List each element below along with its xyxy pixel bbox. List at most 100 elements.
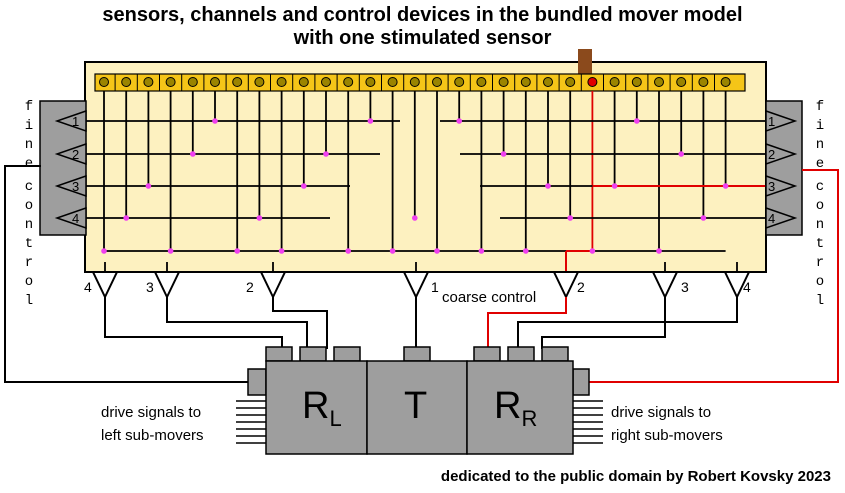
left-channel-2: 2 — [72, 147, 79, 162]
coarse-control-devices — [91, 262, 751, 300]
left-channel-4: 4 — [72, 211, 79, 226]
sensor — [720, 77, 731, 87]
sensor — [454, 77, 465, 87]
sensor — [609, 77, 620, 87]
drive-left-line-1: drive signals to — [101, 404, 202, 421]
junction-dot — [256, 215, 263, 221]
junction-dot — [167, 248, 174, 254]
junction-dot — [634, 118, 640, 124]
coarse-number-left-2: 2 — [246, 279, 254, 295]
sensor — [187, 77, 198, 87]
right-channel-1: 1 — [768, 114, 775, 129]
coarse-control-triangle — [153, 271, 181, 300]
box-r-right-label: RR — [494, 385, 537, 431]
right-fine-control-device — [765, 100, 803, 236]
junction-dot — [101, 248, 107, 254]
sensor — [321, 77, 331, 87]
sensor — [543, 77, 553, 87]
sensor — [565, 77, 576, 87]
junction-group — [101, 118, 729, 254]
right-box-connector — [572, 368, 590, 396]
stimulated-sensor — [587, 77, 598, 87]
sensor — [210, 77, 220, 87]
junction-dot — [190, 151, 196, 157]
coarse-control-triangle — [552, 271, 580, 300]
junction-dot — [478, 248, 485, 254]
junction-dot — [278, 248, 285, 254]
junction-dot — [589, 248, 596, 254]
sensor — [387, 77, 398, 87]
junction-dot — [722, 183, 729, 189]
sensor — [254, 77, 265, 87]
sensor — [365, 77, 376, 87]
sensor — [121, 77, 132, 87]
junction-dot — [611, 183, 618, 189]
drive-left-line-2: left sub-movers — [101, 427, 204, 444]
sensor — [232, 77, 243, 87]
sensor-group — [99, 74, 731, 91]
box-t-label: T — [404, 385, 427, 427]
sensor — [298, 77, 309, 87]
sensor — [498, 77, 509, 87]
sensor — [654, 77, 664, 87]
coarse-number-center-1: 1 — [431, 279, 439, 295]
junction-dot — [323, 151, 329, 157]
junction-dot — [234, 248, 240, 254]
coarse-number-left-3: 3 — [146, 279, 154, 295]
drive-right-line-1: drive signals to — [611, 404, 712, 421]
junction-dot — [523, 248, 529, 254]
box-r-left — [265, 360, 368, 455]
sensor — [476, 77, 487, 87]
channel-wiring — [86, 91, 766, 280]
sensor — [520, 77, 531, 87]
left-box-connector — [247, 368, 267, 396]
left-channel-3: 3 — [72, 179, 79, 194]
junction-dot — [123, 215, 129, 221]
coarse-number-right-2: 2 — [577, 279, 585, 295]
sensor — [432, 77, 442, 87]
sensor — [631, 77, 642, 87]
title-line-1: sensors, channels and control devices in… — [102, 4, 743, 26]
coarse-control-triangle — [651, 271, 679, 300]
junction-dot — [301, 183, 307, 189]
right-channel-2: 2 — [768, 147, 775, 162]
left-fine-control-device — [39, 100, 87, 236]
right-channel-3: 3 — [768, 179, 775, 194]
junction-dot — [412, 215, 418, 221]
junction-dot — [656, 248, 662, 254]
junction-dot — [678, 151, 684, 157]
coarse-control-triangle — [259, 271, 287, 300]
sensor-panel — [84, 61, 767, 273]
cables — [4, 165, 839, 383]
coarse-number-right-4: 4 — [743, 279, 751, 295]
box-t — [366, 360, 468, 455]
title-line-2: with one stimulated sensor — [293, 27, 552, 49]
coarse-control-label: coarse control — [442, 289, 537, 306]
credit-line: dedicated to the public domain by Robert… — [440, 468, 831, 485]
junction-dot — [345, 248, 352, 254]
junction-dot — [700, 215, 707, 221]
left-channel-1: 1 — [72, 114, 79, 129]
sensor — [698, 77, 709, 87]
junction-dot — [567, 215, 573, 221]
junction-dot — [456, 118, 463, 124]
coarse-number-right-3: 3 — [681, 279, 689, 295]
junction-dot — [367, 118, 374, 124]
drive-right-line-2: right sub-movers — [611, 427, 723, 444]
junction-dot — [145, 183, 152, 189]
sensor — [409, 77, 420, 87]
stimulus-bar — [578, 49, 592, 74]
coarse-number-left-4: 4 — [84, 279, 92, 295]
sensor — [143, 77, 154, 87]
sensor — [343, 77, 354, 87]
junction-dot — [500, 151, 507, 157]
sensor — [99, 77, 109, 87]
box-r-left-label: RL — [302, 385, 342, 431]
sensor — [276, 77, 287, 87]
junction-dot — [212, 118, 218, 124]
